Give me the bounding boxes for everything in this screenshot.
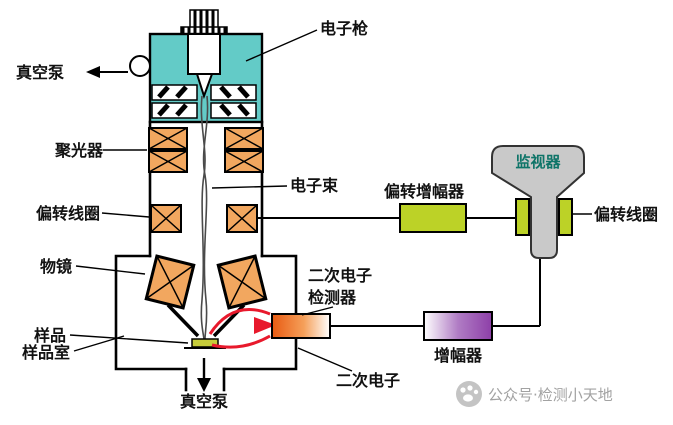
aperture-slat (175, 103, 188, 117)
aperture-slat (237, 103, 250, 117)
vacuum-port-top (86, 55, 151, 78)
sample-chamber-outline (114, 254, 298, 392)
label-se-detector-line2: 检测器 (308, 288, 357, 307)
lens-x-line (224, 150, 264, 173)
sample-leader-line (69, 334, 189, 344)
lens-x-line (228, 255, 256, 309)
objective-left (144, 254, 196, 310)
vacuum-pipe-flange (129, 55, 151, 77)
watermark-logo-dot (467, 385, 473, 391)
aperture-slat (237, 85, 250, 99)
monitor-crt (491, 145, 585, 259)
chamber-leader-line (73, 335, 125, 352)
label-electron-beam: 电子束 (290, 176, 339, 195)
label-condenser: 聚光器 (54, 141, 104, 160)
label-vacuum-pump-top: 真空泵 (16, 63, 64, 82)
lens-x-line (150, 204, 182, 233)
watermark-logo-dot (473, 389, 479, 395)
secondary-electron-fan (208, 308, 276, 349)
condenser-lens (148, 127, 264, 173)
lens-x-line (148, 127, 188, 150)
watermark-text: 公众号·检测小天地 (488, 386, 613, 404)
deflection-coil-leader-line (101, 212, 150, 218)
aperture-plate (210, 84, 257, 101)
monitor-deflection-coil (515, 198, 530, 236)
secondary-electron-leader-line (297, 347, 353, 372)
secondary-electron-detector-box (271, 313, 331, 339)
aperture-plate (151, 102, 198, 119)
electron-beam-leader-line (211, 185, 288, 189)
lens-x-line (224, 127, 264, 150)
secondary-electron-arrow-icon (254, 317, 276, 334)
watermark-logo-icon (456, 381, 482, 407)
monitor-assembly (491, 145, 585, 259)
anode-apertures (151, 84, 257, 119)
vacuum-arrow-down-icon (197, 378, 211, 392)
label-amplifier: 增幅器 (434, 346, 483, 365)
label-monitor: 监视器 (515, 153, 561, 171)
chamber-walls (114, 254, 298, 371)
label-vacuum-pump-bottom: 真空泵 (180, 392, 228, 411)
label-sample: 样品 (34, 326, 66, 345)
beam-envelope-line (202, 95, 209, 340)
lens-x-line (226, 204, 258, 233)
label-se-detector-line1: 二次电子 (308, 266, 372, 285)
aperture-slat (219, 103, 232, 117)
gun-tip (195, 73, 214, 100)
electron-beam-path (200, 95, 209, 340)
aperture-plate (210, 102, 257, 119)
aperture-slat (157, 103, 170, 117)
aperture-slat (219, 85, 232, 99)
detector-leader-line (301, 306, 334, 316)
label-deflection-coil-left: 偏转线圈 (36, 204, 100, 223)
electron-gun-leader-line (245, 29, 318, 62)
vacuum-port-bottom (197, 358, 211, 392)
label-deflection-coil-right: 偏转线圈 (594, 205, 658, 224)
pole-piece-line (166, 303, 200, 338)
secondary-electron-curve (208, 308, 271, 335)
amplifier-box (423, 311, 493, 341)
beam-envelope-line (200, 95, 206, 340)
watermark-logo-pad (463, 394, 473, 402)
label-sample-chamber: 样品室 (22, 343, 70, 362)
deflection-amplifier-box (399, 203, 467, 233)
gun-filament (189, 9, 219, 29)
label-secondary-electrons: 二次电子 (336, 371, 400, 390)
aperture-slat (175, 85, 188, 99)
aperture-slat (157, 85, 170, 99)
watermark-logo-dot (460, 387, 466, 393)
watermark-logo-circle (456, 381, 482, 407)
gun-anode (187, 33, 221, 75)
watermark: 公众号·检测小天地 (456, 381, 613, 407)
lens-x-line (145, 264, 195, 300)
label-electron-gun: 电子枪 (320, 19, 368, 38)
objective-right (216, 254, 268, 310)
lens-x-line (148, 150, 188, 173)
objective-leader-line (75, 265, 146, 275)
deflection-coil-left-pair (150, 204, 258, 233)
label-deflection-amplifier: 偏转增幅器 (384, 182, 465, 201)
vacuum-arrow-left-icon (86, 66, 100, 78)
label-objective: 物镜 (40, 257, 72, 276)
secondary-electron-curve (211, 334, 271, 349)
aperture-plate (151, 84, 198, 101)
monitor-deflection-coil (558, 198, 573, 236)
objective-lens (144, 254, 268, 338)
